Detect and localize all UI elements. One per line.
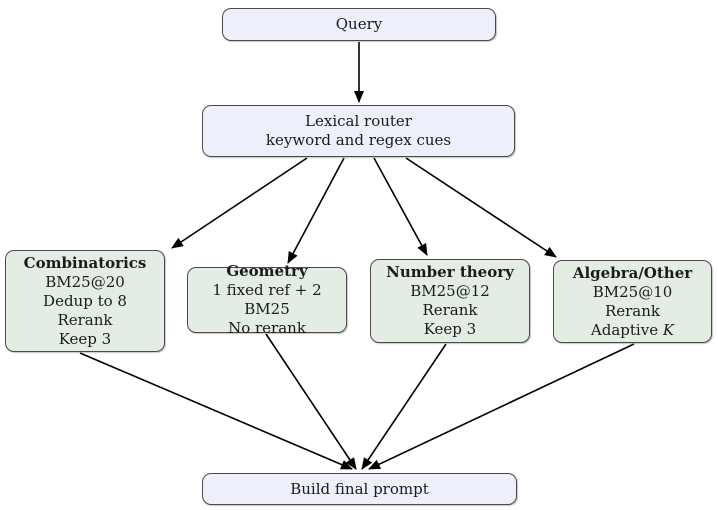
algebra-other-line: BM25@10 bbox=[592, 282, 673, 301]
number-theory-line: Rerank bbox=[422, 301, 478, 319]
edge-combinatorics-build bbox=[79, 352, 353, 470]
edge-geometry-build bbox=[265, 333, 357, 470]
algebra-other-line: Rerank bbox=[604, 301, 661, 320]
query-label: Query bbox=[335, 15, 383, 33]
number-theory-line: BM25@12 bbox=[410, 282, 490, 300]
edge-router-algebra-other-branch bbox=[373, 157, 428, 256]
node-query: Query bbox=[222, 8, 496, 41]
node-build-final-prompt: Build final prompt bbox=[202, 473, 517, 505]
combinatorics-line: Rerank bbox=[57, 310, 113, 329]
combinatorics-line: Dedup to 8 bbox=[43, 291, 127, 310]
build-label: Build final prompt bbox=[290, 479, 429, 498]
edge-router-geometry bbox=[287, 157, 345, 264]
number-theory-title: Number theory bbox=[386, 263, 514, 281]
algebra-other-adaptive-line: Adaptive K bbox=[591, 321, 674, 340]
geometry-line: No rerank bbox=[228, 319, 306, 337]
combinatorics-line: BM25@20 bbox=[45, 272, 125, 291]
edge-router-number-theory-branch bbox=[405, 157, 557, 258]
node-number-theory: Number theory BM25@12 Rerank Keep 3 bbox=[370, 259, 530, 343]
node-algebra-other: Algebra/Other BM25@10 Rerank Adaptive K bbox=[553, 260, 712, 343]
combinatorics-title: Combinatorics bbox=[23, 253, 147, 272]
combinatorics-line: Keep 3 bbox=[58, 329, 112, 348]
number-theory-line: Keep 3 bbox=[423, 320, 477, 338]
algebra-other-title: Algebra/Other bbox=[572, 263, 693, 282]
router-label-line1: Lexical router bbox=[305, 112, 412, 130]
node-geometry: Geometry 1 fixed ref + 2 BM25 No rerank bbox=[187, 262, 347, 337]
router-label-line2: keyword and regex cues bbox=[265, 131, 452, 149]
geometry-line: 1 fixed ref + 2 BM25 bbox=[212, 281, 322, 318]
adaptive-label: Adaptive bbox=[590, 320, 663, 339]
edge-number-theory-build bbox=[361, 343, 447, 470]
node-lexical-router: Lexical router keyword and regex cues bbox=[202, 105, 515, 157]
adaptive-k-symbol: K bbox=[662, 320, 675, 339]
geometry-title: Geometry bbox=[226, 262, 308, 280]
edge-router-combinatorics bbox=[171, 157, 308, 249]
edge-algebra-other-build bbox=[368, 343, 635, 470]
node-combinatorics: Combinatorics BM25@20 Dedup to 8 Rerank … bbox=[5, 250, 165, 352]
